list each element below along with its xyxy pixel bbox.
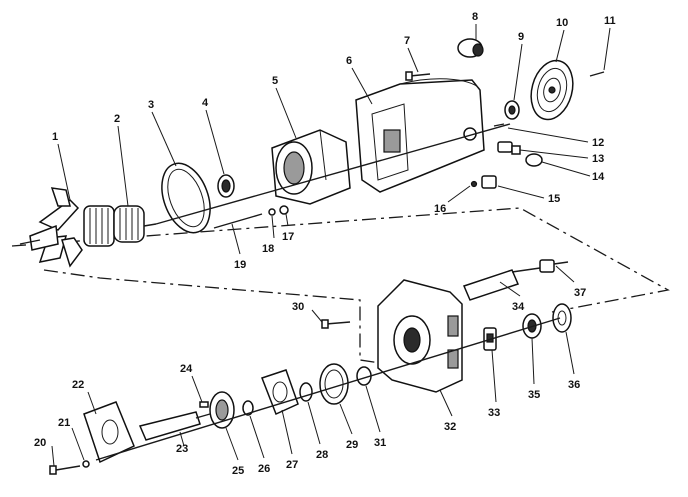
callout-34: 34 (512, 301, 525, 313)
part-14-nut (525, 153, 543, 167)
callout-11: 11 (604, 15, 616, 27)
part-34-shaft (462, 267, 541, 301)
callout-17: 17 (282, 231, 294, 243)
part-20-screw (49, 465, 81, 475)
part-10-end-plate (530, 59, 574, 121)
part-6-motor-housing (355, 78, 485, 193)
callout-12: 12 (592, 137, 604, 149)
callout-2: 2 (114, 113, 120, 125)
callout-29: 29 (346, 439, 358, 451)
assembly-boundary (11, 207, 670, 373)
callout-4: 4 (202, 97, 209, 109)
callout-21: 21 (58, 417, 70, 429)
callout-20: 20 (34, 437, 46, 449)
callout-28: 28 (316, 449, 328, 461)
part-32-gear-housing (377, 279, 463, 393)
part-25-bearing (209, 391, 235, 429)
part-22-flange (83, 401, 135, 464)
axis-line-lower (95, 317, 561, 461)
part-30-screw (321, 319, 351, 329)
part-12-pin (493, 123, 505, 127)
part-36-gasket (552, 303, 572, 333)
callout-6: 6 (346, 55, 352, 67)
part-15-switch-block (481, 175, 497, 189)
callout-13: 13 (592, 153, 604, 165)
part-7-screw (405, 71, 431, 81)
part-16-washer (470, 180, 478, 188)
part-13-clip (497, 141, 521, 155)
axis-line-upper (155, 123, 511, 225)
callout-3: 3 (148, 99, 154, 111)
leader-lines (51, 24, 611, 467)
callout-16: 16 (434, 203, 446, 215)
part-5-field-housing (271, 129, 351, 205)
callout-26: 26 (258, 463, 270, 475)
callout-18: 18 (262, 243, 274, 255)
callout-33: 33 (488, 407, 500, 419)
part-17-nut (279, 205, 289, 215)
callout-1: 1 (52, 131, 58, 143)
callout-27: 27 (286, 459, 298, 471)
part-11-screw (589, 71, 605, 77)
callout-24: 24 (180, 363, 193, 375)
part-37-fitting (539, 259, 569, 273)
callout-22: 22 (72, 379, 84, 391)
callout-35: 35 (528, 389, 540, 401)
callout-15: 15 (548, 193, 560, 205)
part-9-bushing (504, 100, 520, 120)
part-8-cap (457, 38, 484, 58)
callout-10: 10 (556, 17, 568, 29)
part-27-cover-plate (261, 369, 299, 416)
part-21-lock-washer (82, 460, 90, 468)
callout-9: 9 (518, 31, 524, 43)
part-19-tie-rod (213, 213, 263, 229)
callout-36: 36 (568, 379, 580, 391)
callout-37: 37 (574, 287, 586, 299)
callout-23: 23 (176, 443, 188, 455)
part-1-armature-fan (19, 187, 157, 268)
callout-8: 8 (472, 11, 478, 23)
part-18-washer (268, 208, 276, 216)
callout-14: 14 (592, 171, 605, 183)
callout-19: 19 (234, 259, 246, 271)
callout-32: 32 (444, 421, 456, 433)
callout-5: 5 (272, 75, 278, 87)
callout-31: 31 (374, 437, 386, 449)
callout-30: 30 (292, 301, 304, 313)
part-24-key (199, 401, 209, 408)
part-26-washer (242, 400, 254, 416)
part-3-ring-plate (161, 162, 211, 234)
part-23-spindle (138, 411, 211, 441)
callout-labels: 1 2 3 4 5 6 7 8 9 10 11 12 13 14 15 16 1… (34, 11, 616, 477)
callout-25: 25 (232, 465, 244, 477)
callout-7: 7 (404, 35, 410, 47)
part-4-bearing (217, 174, 235, 198)
part-28-small-gear (299, 382, 313, 402)
